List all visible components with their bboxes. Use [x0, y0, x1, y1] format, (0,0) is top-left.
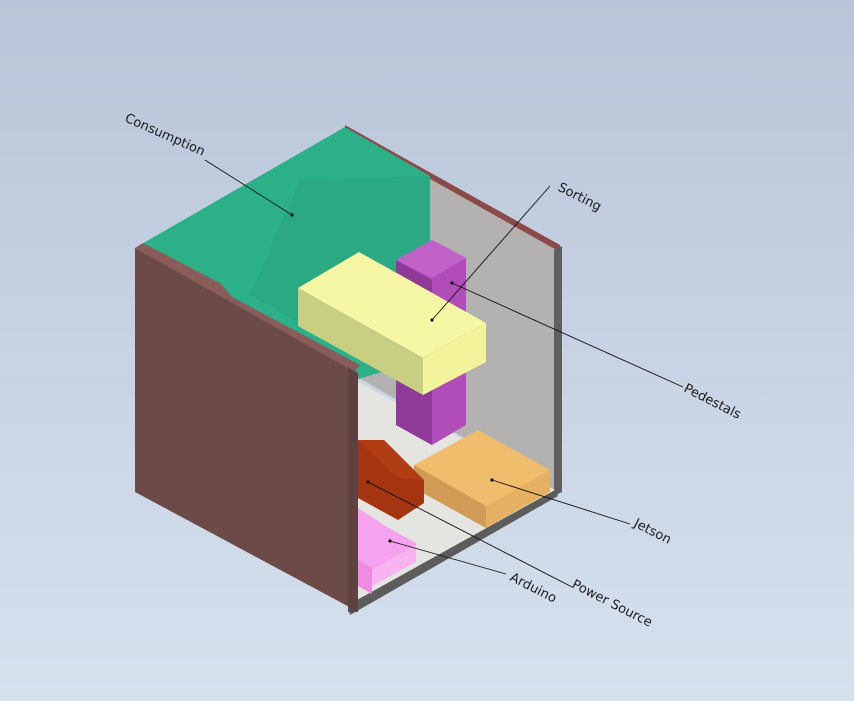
- power-source-label: Power Source: [569, 577, 654, 630]
- sorting-part: [298, 252, 486, 395]
- arduino-label: Arduino: [507, 570, 559, 606]
- arduino-part: [358, 508, 416, 594]
- consumption-label: Consumption: [122, 111, 207, 160]
- leader-lines: [204, 159, 684, 588]
- enclosure-side-wall: [135, 243, 360, 612]
- jetson-part: [414, 430, 550, 528]
- jetson-label: Jetson: [630, 516, 673, 548]
- power-source-part: [358, 440, 424, 520]
- sorting-label: Sorting: [555, 180, 603, 215]
- pedestals-label: Pedestals: [681, 381, 743, 423]
